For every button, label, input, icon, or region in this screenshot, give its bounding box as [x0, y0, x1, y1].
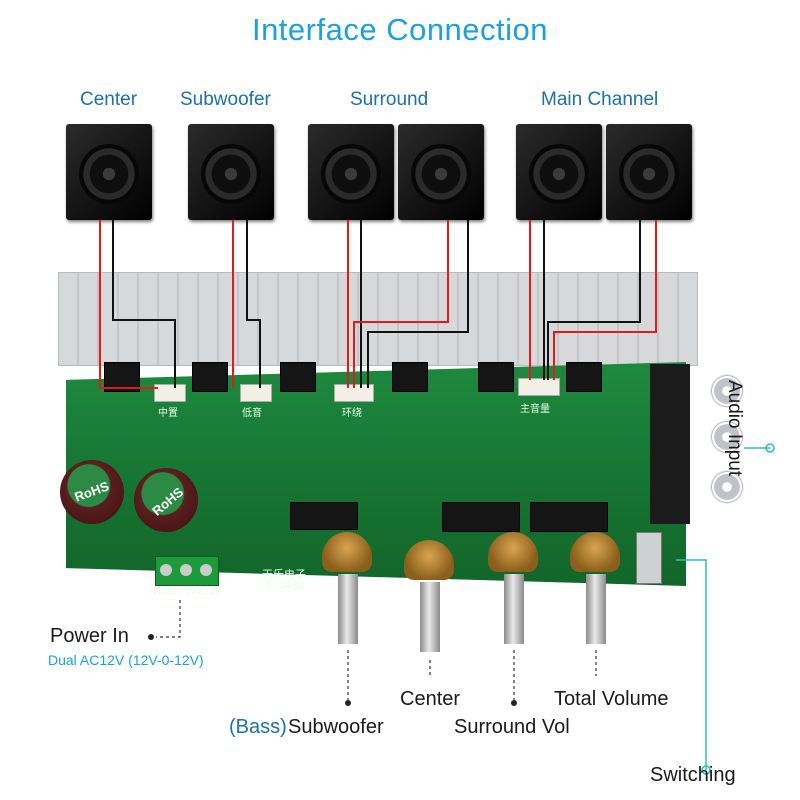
- connector-label-center: 中置: [158, 408, 178, 419]
- rca-jack-input[interactable]: [712, 376, 742, 406]
- total-volume-pot[interactable]: [570, 532, 620, 572]
- total-volume-label: Total Volume: [554, 688, 669, 710]
- center-pot[interactable]: [404, 540, 454, 580]
- speaker-cone-icon: [79, 144, 139, 204]
- rca-jack-block: [650, 364, 690, 524]
- speaker-cone-icon: [619, 144, 679, 204]
- connector-label-surround: 环绕: [342, 408, 362, 419]
- power-transistor: [392, 362, 428, 392]
- surround-speaker-left: [308, 124, 394, 220]
- subwoofer-speaker: [188, 124, 274, 220]
- speaker-cone-icon: [201, 144, 261, 204]
- ic-chip: [530, 502, 608, 532]
- power-transistor: [478, 362, 514, 392]
- mode-switch[interactable]: [636, 532, 662, 584]
- speaker-cone-icon: [411, 144, 471, 204]
- power-detail-label: Dual AC12V (12V-0-12V): [48, 652, 204, 668]
- center-knob-label: Center: [400, 688, 461, 710]
- power-transistor: [566, 362, 602, 392]
- subwoofer-knob-label: Subwoofer: [288, 716, 384, 738]
- callout-dot: [345, 700, 351, 706]
- subwoofer-connector[interactable]: [240, 384, 272, 402]
- speaker-cone-icon: [321, 144, 381, 204]
- connector-label-bass: 低音: [242, 408, 262, 419]
- rohs-capacitor: [60, 460, 124, 524]
- board-model: TL046B: [266, 580, 305, 592]
- center-shaft[interactable]: [420, 582, 440, 652]
- power-callout-dot: [148, 634, 154, 640]
- rca-jack-input[interactable]: [712, 472, 742, 502]
- power-in-label: Power In: [50, 625, 129, 647]
- board-maker: 天乐电子: [262, 569, 306, 581]
- ic-chip: [290, 502, 358, 530]
- main-speaker-right: [606, 124, 692, 220]
- terminal-label: AC12V 0 AC12V: [154, 586, 221, 596]
- callout-dot: [511, 700, 517, 706]
- subwoofer-speaker-label: Subwoofer: [180, 89, 271, 110]
- center-speaker: [66, 124, 152, 220]
- surround-vol-label: Surround Vol: [454, 716, 570, 738]
- surround-speaker-right: [398, 124, 484, 220]
- surround-shaft[interactable]: [504, 574, 524, 644]
- center-speaker-label: Center: [80, 89, 138, 110]
- connector-label-main: 主音量: [520, 404, 550, 415]
- power-terminal[interactable]: [155, 556, 219, 586]
- switching-label: Switching: [650, 764, 736, 786]
- surround-pot[interactable]: [488, 532, 538, 572]
- center-connector[interactable]: [154, 384, 186, 402]
- speaker-cone-icon: [529, 144, 589, 204]
- main-channel-speaker-label: Main Channel: [541, 89, 659, 110]
- power-transistor: [280, 362, 316, 392]
- power-transistor: [192, 362, 228, 392]
- main-speaker-left: [516, 124, 602, 220]
- ic-chip: [442, 502, 520, 532]
- subwoofer-shaft[interactable]: [338, 574, 358, 644]
- rca-jack-input[interactable]: [712, 422, 742, 452]
- audio-input-label: Audio Input: [724, 380, 745, 477]
- main-connector[interactable]: [518, 378, 560, 396]
- subwoofer-pot[interactable]: [322, 532, 372, 572]
- bass-prefix-label: (Bass): [229, 716, 287, 738]
- surround-speaker-label: Surround: [350, 89, 429, 110]
- rohs-capacitor: [134, 468, 198, 532]
- page-title: Interface Connection: [251, 12, 549, 47]
- total-volume-shaft[interactable]: [586, 574, 606, 644]
